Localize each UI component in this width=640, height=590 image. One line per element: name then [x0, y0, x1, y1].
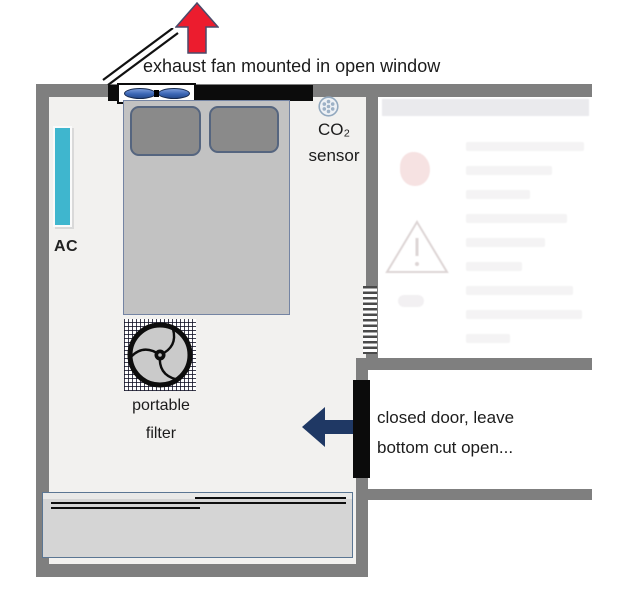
ac-unit-icon: [53, 126, 72, 227]
hallway-wall-top: [356, 358, 592, 370]
airflow-left-arrow-icon: [302, 407, 354, 447]
portable-filter-icon: [124, 319, 196, 391]
fan-blade-right-icon: [157, 88, 190, 99]
closet: [42, 492, 353, 558]
co2-sensor-caption: CO₂ sensor: [293, 117, 375, 169]
watermark-line: [466, 142, 584, 151]
watermark-line: [466, 310, 582, 319]
pillow-right: [209, 106, 279, 153]
fan-hub-icon: [154, 90, 159, 97]
closet-sliding-door-left: [51, 502, 200, 509]
watermark-line: [466, 286, 573, 295]
exhaust-fan-caption: exhaust fan mounted in open window: [143, 56, 441, 76]
wall-vent-grille: [363, 286, 377, 354]
closed-door: [353, 380, 370, 478]
co2-sensor-icon: [318, 96, 339, 117]
watermark-line: [466, 238, 545, 247]
door-caption-line1: closed door, leave: [377, 408, 515, 427]
filter-caption-line1: portable: [132, 397, 190, 414]
fan-blade-left-icon: [123, 88, 156, 99]
filter-fan-icon: [127, 322, 193, 388]
co2-caption-line1: CO₂: [317, 120, 351, 139]
open-window-sash-icon: [102, 28, 179, 86]
watermark-header: [382, 99, 589, 116]
bottom-wall: [36, 564, 368, 577]
closet-top-strip: [43, 493, 352, 499]
watermark-line: [466, 214, 567, 223]
watermark-warning-triangle: [385, 220, 449, 273]
filter-caption-line2: filter: [145, 425, 177, 442]
airflow-up-arrow-icon: [175, 2, 219, 54]
door-caption-line2: bottom cut open...: [377, 438, 514, 457]
pillow-left: [130, 106, 201, 156]
co2-caption-line2: sensor: [308, 146, 360, 165]
closed-door-caption: closed door, leave bottom cut open...: [377, 403, 587, 463]
portable-filter-caption: portable filter: [112, 392, 210, 448]
watermark-blob: [400, 152, 430, 186]
watermark-small-mark: [398, 295, 424, 307]
watermark-line: [466, 166, 552, 175]
bed: [123, 100, 290, 315]
hallway-wall-bottom: [356, 489, 592, 500]
watermark-line: [466, 334, 510, 343]
ac-caption: AC: [54, 238, 79, 255]
closet-sliding-door-right: [195, 497, 346, 504]
left-wall: [36, 84, 49, 577]
watermark-line: [466, 262, 522, 271]
watermark-line: [466, 190, 530, 199]
